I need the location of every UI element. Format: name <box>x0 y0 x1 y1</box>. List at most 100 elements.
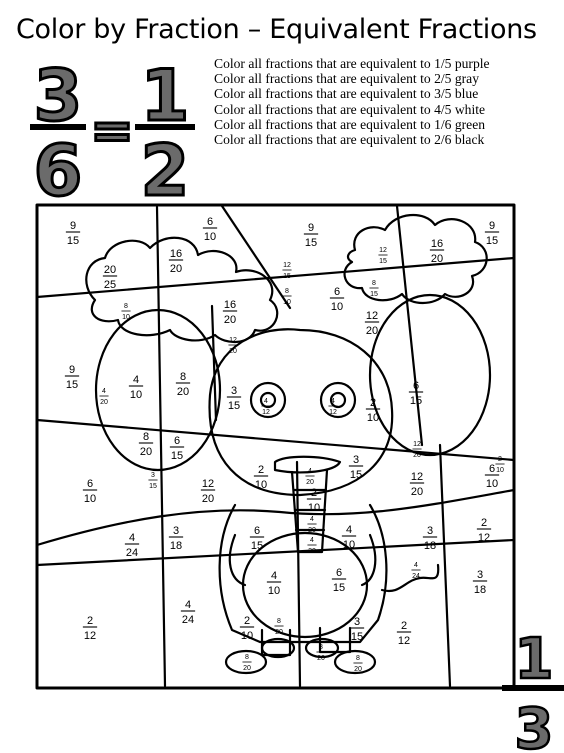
fraction-numerator: 3 <box>477 569 483 581</box>
fraction-numerator: 8 <box>356 655 360 662</box>
fraction-denominator: 18 <box>474 584 486 596</box>
fraction-denominator: 24 <box>412 573 420 580</box>
fraction-numerator: 12 <box>379 247 387 254</box>
instruction-item: Color all fractions that are equivalent … <box>214 86 479 102</box>
fraction-label: 615 <box>169 435 185 462</box>
fraction-label: 212 <box>82 615 98 642</box>
fraction-denominator: 15 <box>283 273 291 280</box>
region-lines <box>35 204 516 688</box>
fraction-label: 820 <box>242 654 252 672</box>
fraction-numerator: 8 <box>277 618 281 625</box>
mouse-left-eye <box>249 381 287 419</box>
fraction-numerator: 6 <box>413 380 419 392</box>
fraction-label: 915 <box>303 222 319 249</box>
instruction-item: Color all fractions that are equivalent … <box>214 132 485 148</box>
example-equation-graphic: 3 6 1 2 = <box>30 54 195 200</box>
fraction-denominator: 20 <box>366 325 378 337</box>
fraction-numerator: 3 <box>427 525 433 537</box>
fraction-numerator: 2 <box>311 487 317 499</box>
fraction-label: 412 <box>261 398 271 416</box>
mouse-mid-foot-right <box>304 637 340 659</box>
instruction-item: Color all fractions that are equivalent … <box>214 71 479 87</box>
fraction-numerator: 6 <box>207 216 213 228</box>
fraction-numerator: 2 <box>498 456 502 463</box>
fraction-label: 318 <box>168 525 184 552</box>
fraction-label: 810 <box>121 303 131 321</box>
fraction-denominator: 15 <box>251 540 263 552</box>
fraction-denominator: 10 <box>343 539 355 551</box>
fraction-denominator: 10 <box>204 231 216 243</box>
fraction-numerator: 9 <box>489 220 495 232</box>
fraction-denominator: 20 <box>229 348 237 355</box>
fraction-label: 420 <box>305 468 315 486</box>
fraction-denominator: 18 <box>170 540 182 552</box>
fraction-denominator: 20 <box>140 446 152 458</box>
fraction-denominator: 10 <box>308 502 320 514</box>
fraction-label: 410 <box>266 570 282 597</box>
fraction-label: 610 <box>82 478 98 505</box>
mouse-right-arm <box>360 533 377 587</box>
fraction-denominator: 12 <box>84 630 96 642</box>
fraction-denominator: 20 <box>202 493 214 505</box>
fraction-numerator: 8 <box>285 288 289 295</box>
fraction-denominator: 15 <box>333 582 345 594</box>
fraction-denominator: 20 <box>177 386 189 398</box>
corner-fraction-bar <box>502 685 564 691</box>
fraction-numerator: 9 <box>308 222 314 234</box>
fraction-label: 210 <box>253 464 269 491</box>
left-cloud <box>85 236 279 343</box>
fraction-denominator: 20 <box>354 666 362 673</box>
fraction-label: 212 <box>476 517 492 544</box>
fraction-denominator: 10 <box>130 389 142 401</box>
fraction-labels: 9156109159151620121516202025121581561081… <box>64 216 505 673</box>
fraction-numerator: 3 <box>151 472 155 479</box>
fraction-denominator: 10 <box>486 478 498 490</box>
fraction-numerator: 12 <box>413 441 421 448</box>
mouse-right-ear <box>368 293 492 457</box>
mouse-left-ear <box>94 308 222 472</box>
fraction-numerator: 4 <box>129 532 135 544</box>
fraction-denominator: 10 <box>331 301 343 313</box>
fraction-denominator: 20 <box>308 527 316 534</box>
fraction-label: 210 <box>306 487 322 514</box>
instruction-item: Color all fractions that are equivalent … <box>214 116 486 132</box>
mouse-mid-foot-left <box>260 637 296 659</box>
fraction-numerator: 3 <box>353 454 359 466</box>
fraction-label: 318 <box>472 569 488 596</box>
fraction-numerator: 8 <box>319 644 323 651</box>
corner-fraction-denominator: 3 <box>515 697 554 753</box>
instruction-item: Color all fractions that are equivalent … <box>214 56 490 71</box>
fraction-label: 610 <box>484 463 500 490</box>
fraction-label: 810 <box>282 288 292 306</box>
fraction-label: 318 <box>422 525 438 552</box>
fraction-numerator: 12 <box>229 337 237 344</box>
fraction-label: 615 <box>331 567 347 594</box>
fraction-denominator: 15 <box>486 235 498 247</box>
fraction-label: 820 <box>138 431 154 458</box>
fraction-denominator: 15 <box>171 450 183 462</box>
fraction-numerator: 20 <box>104 264 116 276</box>
fraction-numerator: 6 <box>254 525 260 537</box>
fraction-denominator: 15 <box>305 237 317 249</box>
example-equals-sign: = <box>90 101 134 161</box>
instruction-list: Color all fractions that are equivalent … <box>214 56 490 147</box>
fraction-numerator: 4 <box>310 537 314 544</box>
fraction-label: 420 <box>307 537 317 555</box>
fraction-denominator: 15 <box>149 483 157 490</box>
fraction-label: 12 20 <box>228 337 238 355</box>
fraction-numerator: 16 <box>224 299 236 311</box>
fraction-numerator: 8 <box>143 431 149 443</box>
fraction-numerator: 3 <box>354 616 360 628</box>
fraction-denominator: 15 <box>379 258 387 265</box>
sheet-border <box>35 203 516 690</box>
fraction-denominator: 20 <box>170 263 182 275</box>
fraction-numerator: 8 <box>180 371 186 383</box>
fraction-numerator: 12 <box>366 310 378 322</box>
fraction-denominator: 12 <box>329 409 337 416</box>
fraction-label: 615 <box>249 525 265 552</box>
fraction-label: 820 <box>175 371 191 398</box>
